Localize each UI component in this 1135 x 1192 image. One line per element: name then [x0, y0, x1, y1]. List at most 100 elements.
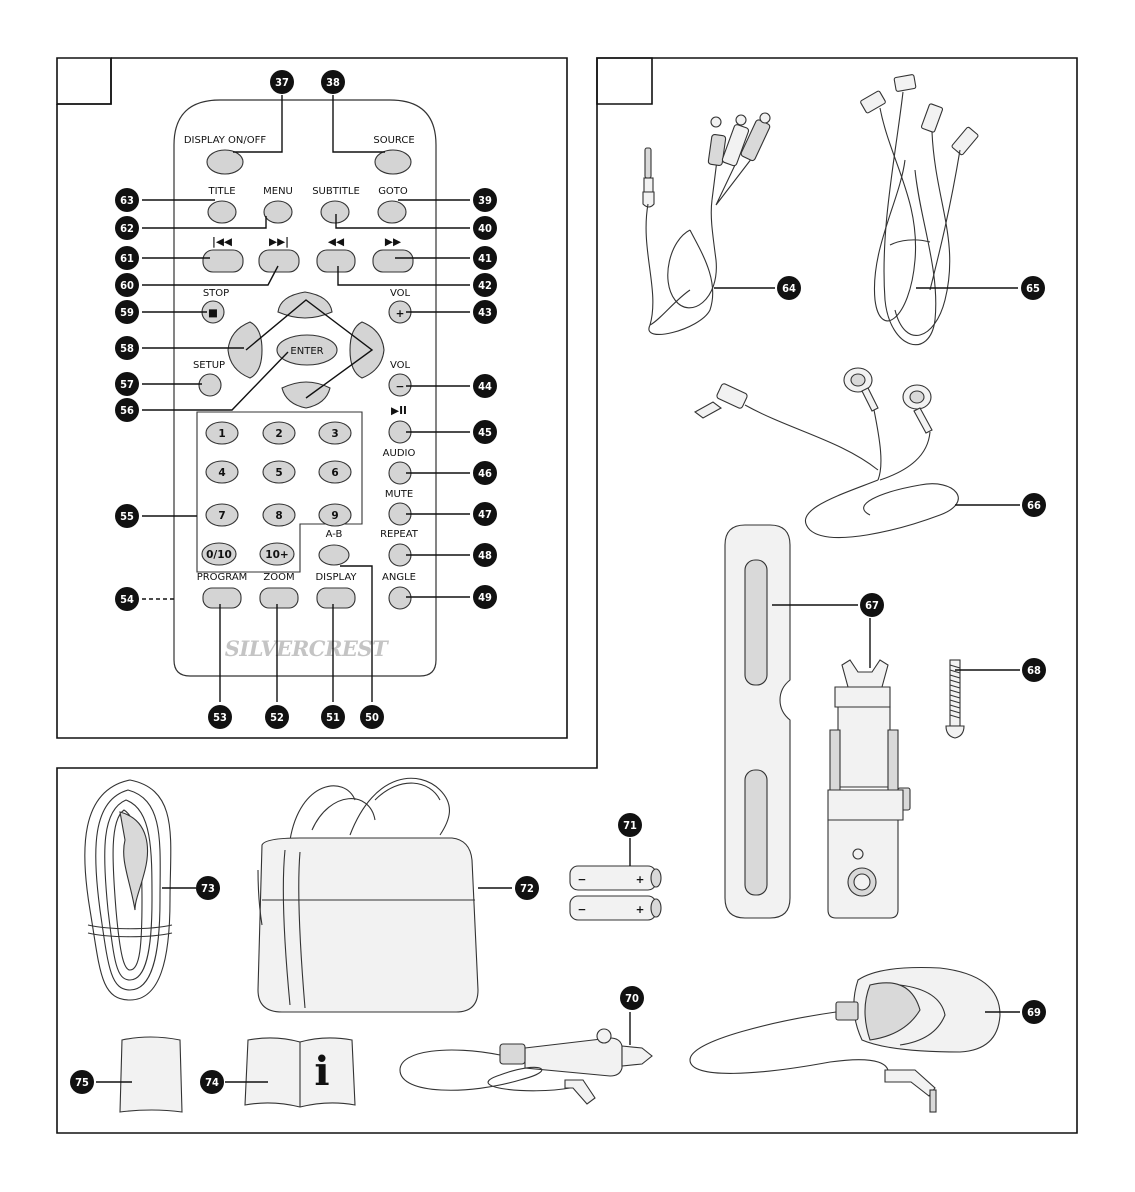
callout-label: 73 — [201, 882, 215, 895]
panel-remote-tab — [57, 58, 112, 105]
digit-button-1[interactable] — [205, 421, 239, 445]
panel-remote-frame — [56, 57, 112, 105]
digit-8: 8 — [275, 510, 282, 522]
callout-label: 49 — [478, 591, 492, 604]
digit-button-2[interactable] — [262, 421, 296, 445]
digit-button-6[interactable] — [318, 460, 352, 484]
car-holder — [724, 524, 911, 919]
dpad-left[interactable] — [227, 321, 263, 379]
program-button[interactable] — [202, 587, 242, 609]
goto-button[interactable] — [377, 200, 407, 224]
zoom-label: ZOOM — [263, 572, 294, 583]
callout-label: 74 — [205, 1076, 219, 1089]
digit-button-10plus[interactable] — [259, 542, 295, 566]
callout-label: 63 — [120, 194, 134, 207]
ff-button[interactable] — [372, 249, 414, 273]
display-onoff-button[interactable] — [206, 149, 244, 175]
digit-button-0-10[interactable] — [201, 542, 237, 566]
screw — [945, 659, 965, 739]
prev-button[interactable] — [202, 249, 244, 273]
digit-button-9[interactable] — [318, 503, 352, 527]
callout-label: 57 — [120, 378, 134, 391]
prev-symbol: |◀◀ — [212, 236, 233, 248]
digit-button-5[interactable] — [262, 460, 296, 484]
setup-button[interactable] — [198, 373, 222, 397]
callout-64: 64 — [777, 276, 801, 300]
ac-adapter — [689, 966, 1001, 1113]
callout-label: 60 — [120, 279, 134, 292]
callout-38: 38 — [321, 70, 345, 94]
callout-44: 44 — [473, 374, 497, 398]
callout-label: 69 — [1027, 1006, 1041, 1019]
mute-label: MUTE — [385, 489, 413, 500]
digit-5: 5 — [275, 467, 282, 479]
callout-label: 70 — [625, 992, 639, 1005]
audio-label: AUDIO — [383, 448, 416, 459]
zoom-button[interactable] — [259, 587, 299, 609]
digit-10plus: 10+ — [265, 549, 288, 561]
callout-75: 75 — [70, 1070, 94, 1094]
title-button[interactable] — [207, 200, 237, 224]
callout-label: 37 — [275, 76, 289, 89]
callout-label: 75 — [75, 1076, 89, 1089]
digit-button-8[interactable] — [262, 503, 296, 527]
callout-label: 54 — [120, 593, 134, 606]
battery-2-plus: + — [636, 904, 645, 916]
callout-49: 49 — [473, 585, 497, 609]
callout-41: 41 — [473, 246, 497, 270]
callout-label: 71 — [623, 819, 637, 832]
callout-46: 46 — [473, 461, 497, 485]
digit-button-7[interactable] — [205, 503, 239, 527]
digit-3: 3 — [331, 428, 338, 440]
callout-label: 66 — [1027, 499, 1041, 512]
display-button[interactable] — [316, 587, 356, 609]
callout-label: 52 — [270, 711, 284, 724]
panel-accessories-border — [56, 57, 1078, 1134]
callout-73: 73 — [196, 876, 220, 900]
dpad-right[interactable] — [349, 321, 385, 379]
battery-2-minus: − — [578, 904, 587, 916]
vol-up-label: VOL — [390, 288, 411, 299]
subtitle-label: SUBTITLE — [312, 186, 360, 197]
callout-43: 43 — [473, 300, 497, 324]
enter-button[interactable] — [276, 334, 338, 366]
callout-59: 59 — [115, 300, 139, 324]
ff-symbol: ▶▶ — [385, 236, 402, 248]
ab-button[interactable] — [318, 544, 350, 566]
callout-53: 53 — [208, 705, 232, 729]
digit-button-4[interactable] — [205, 460, 239, 484]
rew-button[interactable] — [316, 249, 356, 273]
angle-button[interactable] — [388, 586, 412, 610]
callout-label: 72 — [520, 882, 534, 895]
digit-1: 1 — [218, 428, 225, 440]
callout-61: 61 — [115, 246, 139, 270]
av-cable — [642, 112, 771, 335]
next-button[interactable] — [258, 249, 300, 273]
subtitle-button[interactable] — [320, 200, 350, 224]
callout-label: 40 — [478, 222, 492, 235]
digit-9: 9 — [331, 510, 338, 522]
menu-button[interactable] — [263, 200, 293, 224]
digit-4: 4 — [218, 467, 225, 479]
display-label: DISPLAY — [315, 572, 357, 583]
cable-ties — [84, 779, 173, 1001]
callout-label: 65 — [1026, 282, 1040, 295]
callout-45: 45 — [473, 420, 497, 444]
vol-down-button[interactable] — [388, 373, 412, 397]
earphones — [693, 367, 959, 538]
car-charger — [399, 1028, 653, 1105]
digit-2: 2 — [275, 428, 282, 440]
callout-label: 67 — [865, 599, 879, 612]
source-button[interactable] — [374, 149, 412, 175]
minus-symbol: − — [396, 381, 405, 393]
setup-label: SETUP — [193, 360, 225, 371]
callout-69: 69 — [1022, 1000, 1046, 1024]
leaflet — [119, 1036, 183, 1113]
callout-62: 62 — [115, 216, 139, 240]
plus-symbol: + — [396, 308, 405, 320]
callout-60: 60 — [115, 273, 139, 297]
digit-button-3[interactable] — [318, 421, 352, 445]
callout-label: 68 — [1027, 664, 1041, 677]
numpad: 1 2 3 4 5 6 7 8 9 0/10 10+ — [201, 421, 352, 566]
